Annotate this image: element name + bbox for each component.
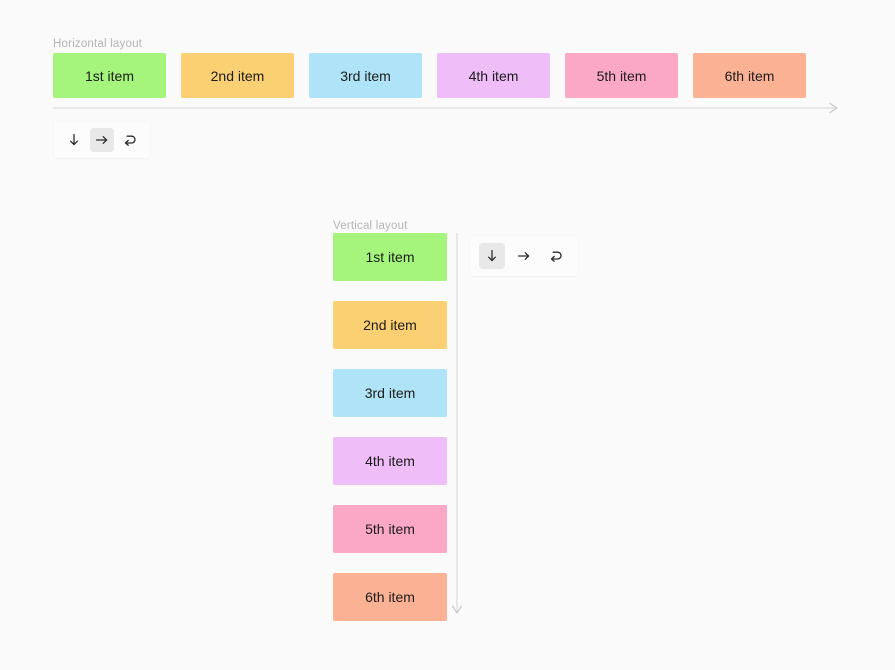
layout-item[interactable]: 1st item — [333, 233, 447, 281]
direction-button-row[interactable] — [511, 243, 537, 269]
direction-button-column[interactable] — [62, 128, 86, 152]
arrow-down-icon — [484, 248, 500, 264]
vertical-direction-toolbar[interactable] — [470, 236, 578, 276]
vertical-layout-label: Vertical layout — [333, 220, 408, 232]
vertical-axis-arrow — [450, 233, 466, 619]
layout-item[interactable]: 6th item — [693, 53, 806, 98]
layout-item-label: 4th item — [365, 453, 415, 469]
layout-item-label: 1st item — [84, 67, 134, 84]
layout-item[interactable]: 3rd item — [333, 369, 447, 417]
layout-item-label: 3rd item — [340, 67, 391, 84]
vertical-item-column: 1st item 2nd item 3rd item 4th item 5th item… — [333, 233, 447, 621]
horizontal-layout-label: Horizontal layout — [53, 38, 143, 50]
layout-item-label: 4th item — [468, 67, 519, 84]
layout-item[interactable]: 2nd item — [333, 301, 447, 349]
arrow-right-icon — [94, 132, 110, 148]
layout-item-label: 3rd item — [364, 385, 416, 401]
horizontal-direction-toolbar[interactable] — [54, 122, 150, 158]
layout-item[interactable]: 3rd item — [309, 53, 422, 98]
layout-item-label: 1st item — [365, 249, 415, 265]
layout-item[interactable]: 6th item — [333, 573, 447, 621]
layout-item-label: 5th item — [365, 521, 415, 537]
layout-item[interactable]: 2nd item — [181, 53, 294, 98]
direction-button-column[interactable] — [479, 243, 505, 269]
layout-item[interactable]: 5th item — [333, 505, 447, 553]
wrap-arrow-icon — [548, 248, 564, 264]
layout-item-label: 6th item — [365, 589, 415, 605]
layout-item-label: 5th item — [596, 67, 647, 84]
layout-item[interactable]: 4th item — [437, 53, 550, 98]
horizontal-axis-arrow — [53, 102, 843, 117]
arrow-right-icon — [516, 248, 532, 264]
direction-button-wrap[interactable] — [118, 128, 142, 152]
layout-item[interactable]: 5th item — [565, 53, 678, 98]
layout-item-label: 2nd item — [210, 67, 265, 84]
layout-item-label: 6th item — [724, 67, 775, 84]
direction-button-wrap[interactable] — [543, 243, 569, 269]
arrow-down-icon — [66, 132, 82, 148]
layout-item[interactable]: 1st item — [53, 53, 166, 98]
layout-item-label: 2nd item — [363, 317, 417, 333]
layout-item[interactable]: 4th item — [333, 437, 447, 485]
wrap-arrow-icon — [122, 132, 138, 148]
horizontal-item-row: 1st item 2nd item 3rd item 4th item 5th item… — [53, 53, 806, 98]
direction-button-row[interactable] — [90, 128, 114, 152]
